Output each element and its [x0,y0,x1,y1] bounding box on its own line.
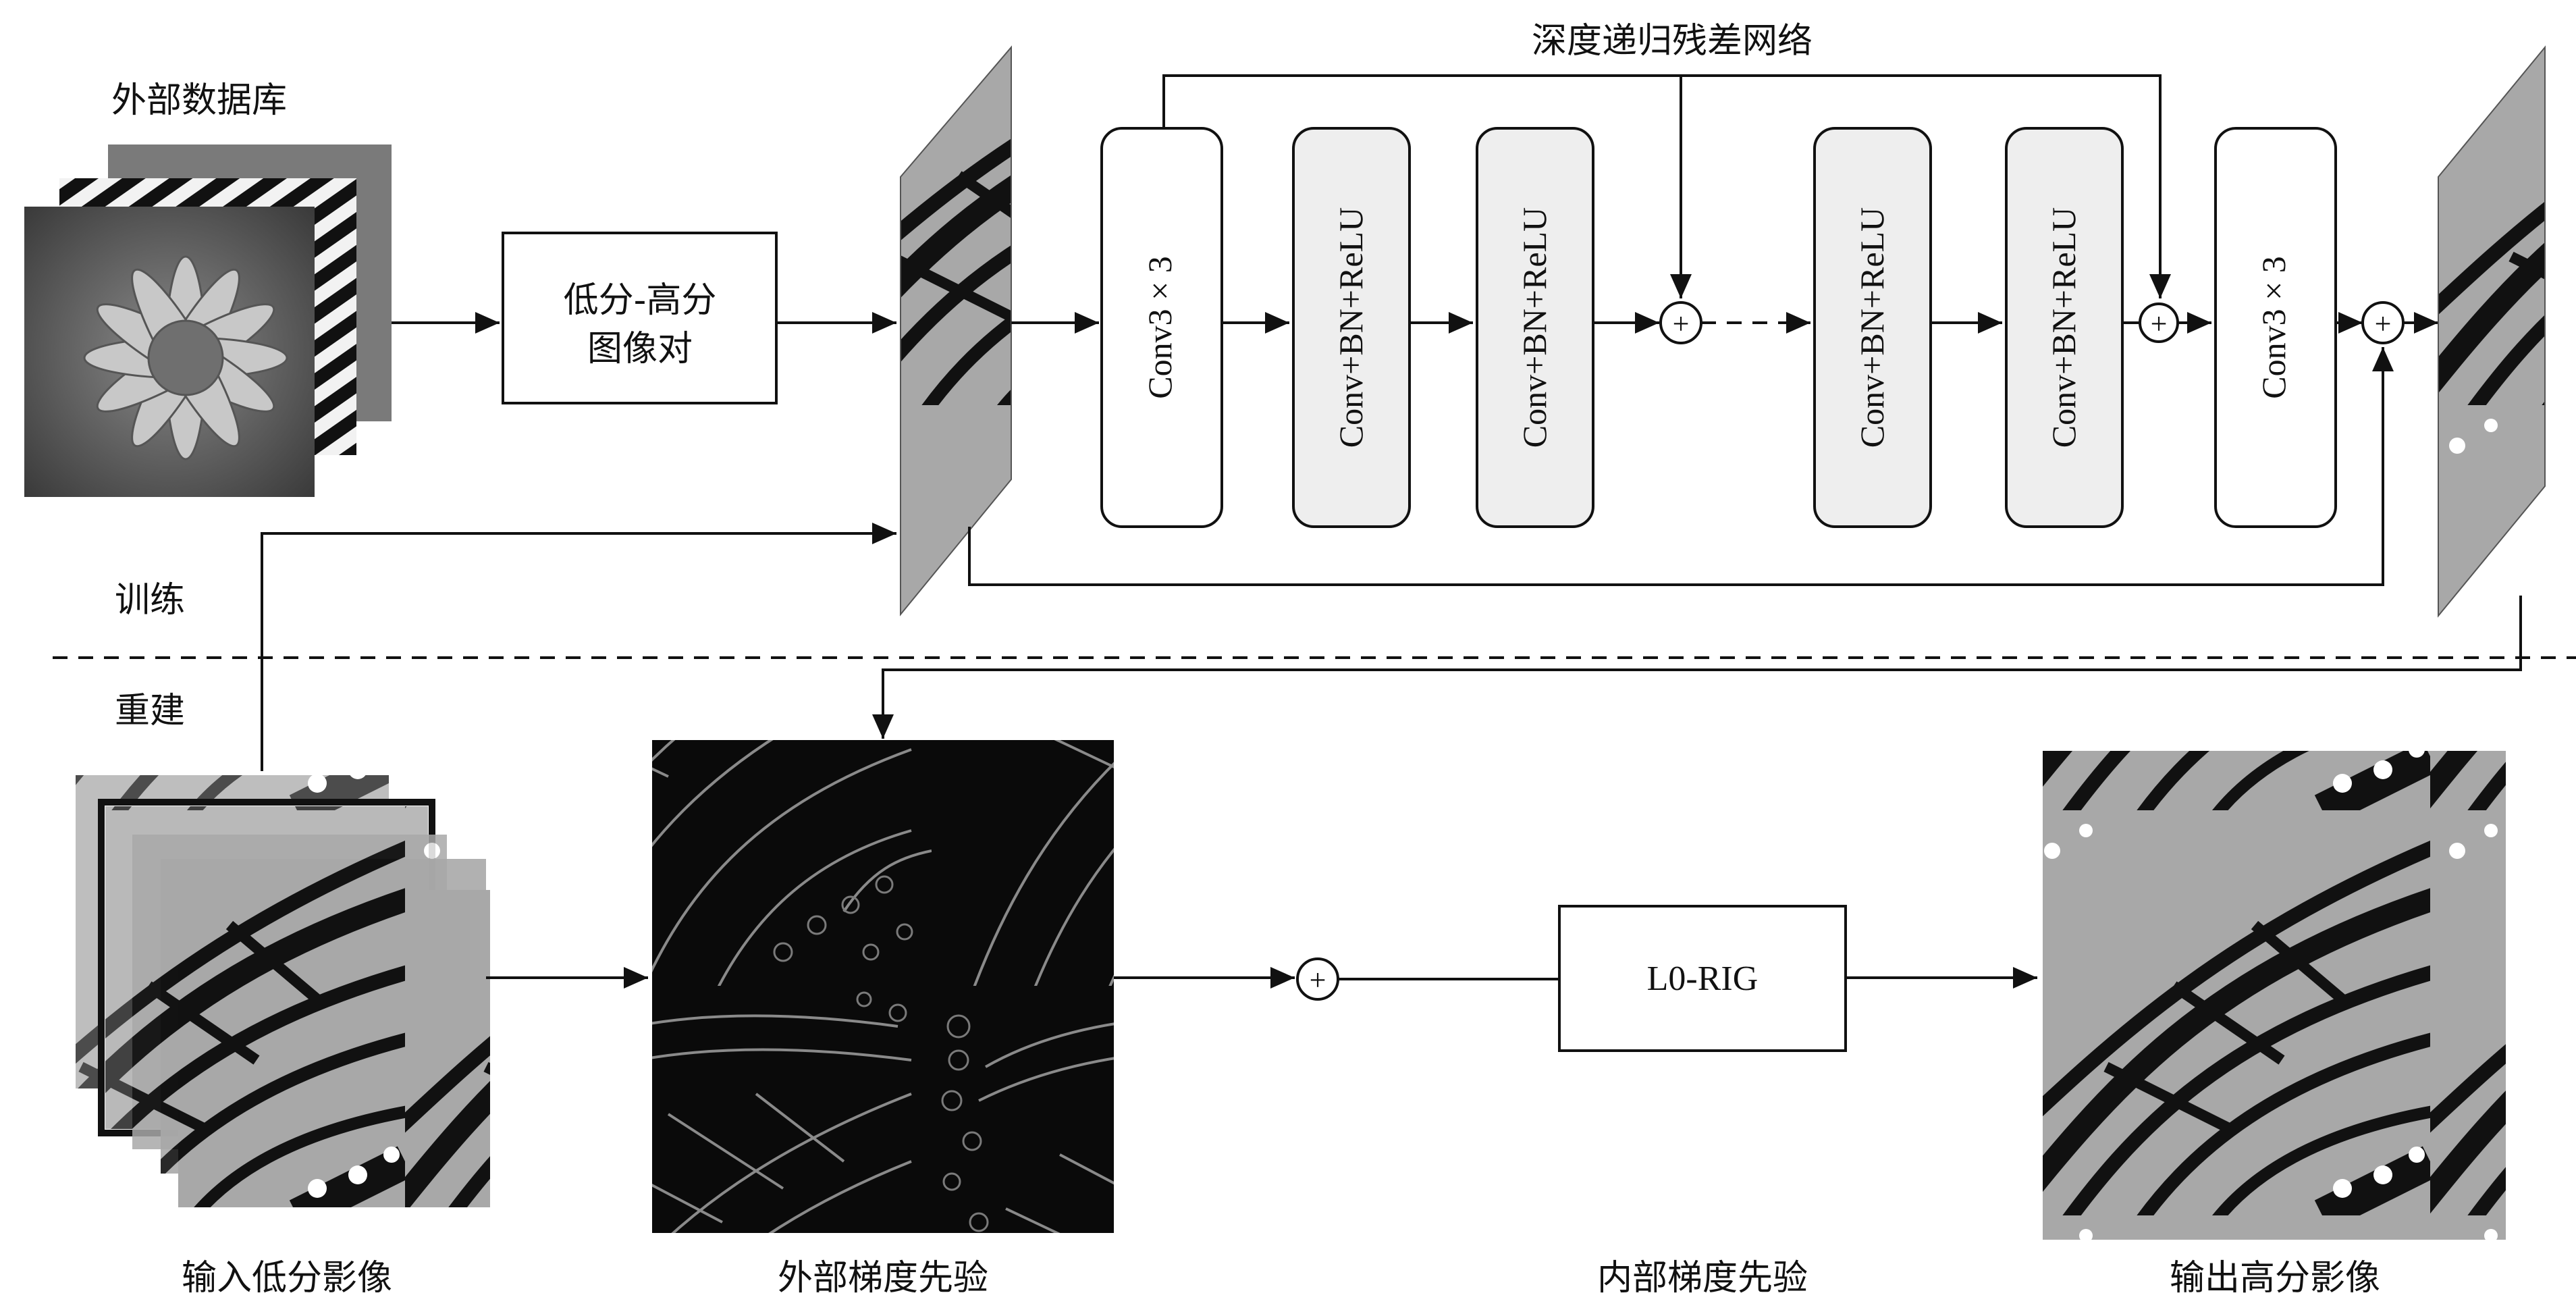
lr-hr-pair-box: 低分-高分 图像对 [502,232,778,404]
external-database-stack [24,144,392,497]
network-input-image [900,45,1012,616]
svg-text:Conv+BN+ReLU: Conv+BN+ReLU [1853,207,1891,448]
l0-rig-box: L0-RIG [1558,905,1847,1052]
sum-node-3: + [2361,301,2405,344]
input-lr-image-stack [76,775,490,1207]
conv-first-block: Conv3 × 3 [1100,127,1223,528]
internal-gradient-label: 内部梯度先验 [1597,1258,1808,1298]
svg-text:+: + [1673,307,1690,340]
output-hr-image [2043,751,2506,1240]
svg-text:Conv+BN+ReLU: Conv+BN+ReLU [1515,207,1553,448]
network-title: 深度递归残差网络 [1532,21,1813,61]
external-database-label: 外部数据库 [111,80,287,121]
svg-text:Conv3 × 3: Conv3 × 3 [1141,256,1179,399]
sum-node-reconstruction: + [1296,957,1339,1001]
svg-text:Conv3 × 3: Conv3 × 3 [2255,256,2292,399]
svg-text:+: + [2375,307,2392,340]
flower-photo-icon [24,207,315,497]
conv-bn-relu-block-1: Conv+BN+ReLU [1292,127,1411,528]
reconstruction-label: 重建 [115,691,185,731]
svg-text:+: + [2151,307,2168,340]
sum-node-1: + [1659,301,1702,344]
conv-bn-relu-block-4: Conv+BN+ReLU [2005,127,2124,528]
conv-last-block: Conv3 × 3 [2214,127,2337,528]
svg-text:L0-RIG: L0-RIG [1647,960,1759,998]
svg-text:图像对: 图像对 [587,329,693,369]
external-gradient-label: 外部梯度先验 [778,1258,988,1298]
svg-text:Conv+BN+ReLU: Conv+BN+ReLU [2045,207,2083,448]
conv-bn-relu-block-3: Conv+BN+ReLU [1813,127,1932,528]
input-lr-label: 输入低分影像 [182,1258,392,1298]
sum-node-2: + [2139,303,2179,343]
conv-bn-relu-block-2: Conv+BN+ReLU [1476,127,1594,528]
svg-text:Conv+BN+ReLU: Conv+BN+ReLU [1332,207,1370,448]
training-label: 训练 [115,580,185,621]
external-gradient-map [652,740,1114,1233]
output-hr-label: 输出高分影像 [2170,1258,2380,1298]
svg-text:+: + [1310,964,1326,997]
network-output-image [2438,45,2546,618]
svg-text:低分-高分: 低分-高分 [564,280,717,321]
